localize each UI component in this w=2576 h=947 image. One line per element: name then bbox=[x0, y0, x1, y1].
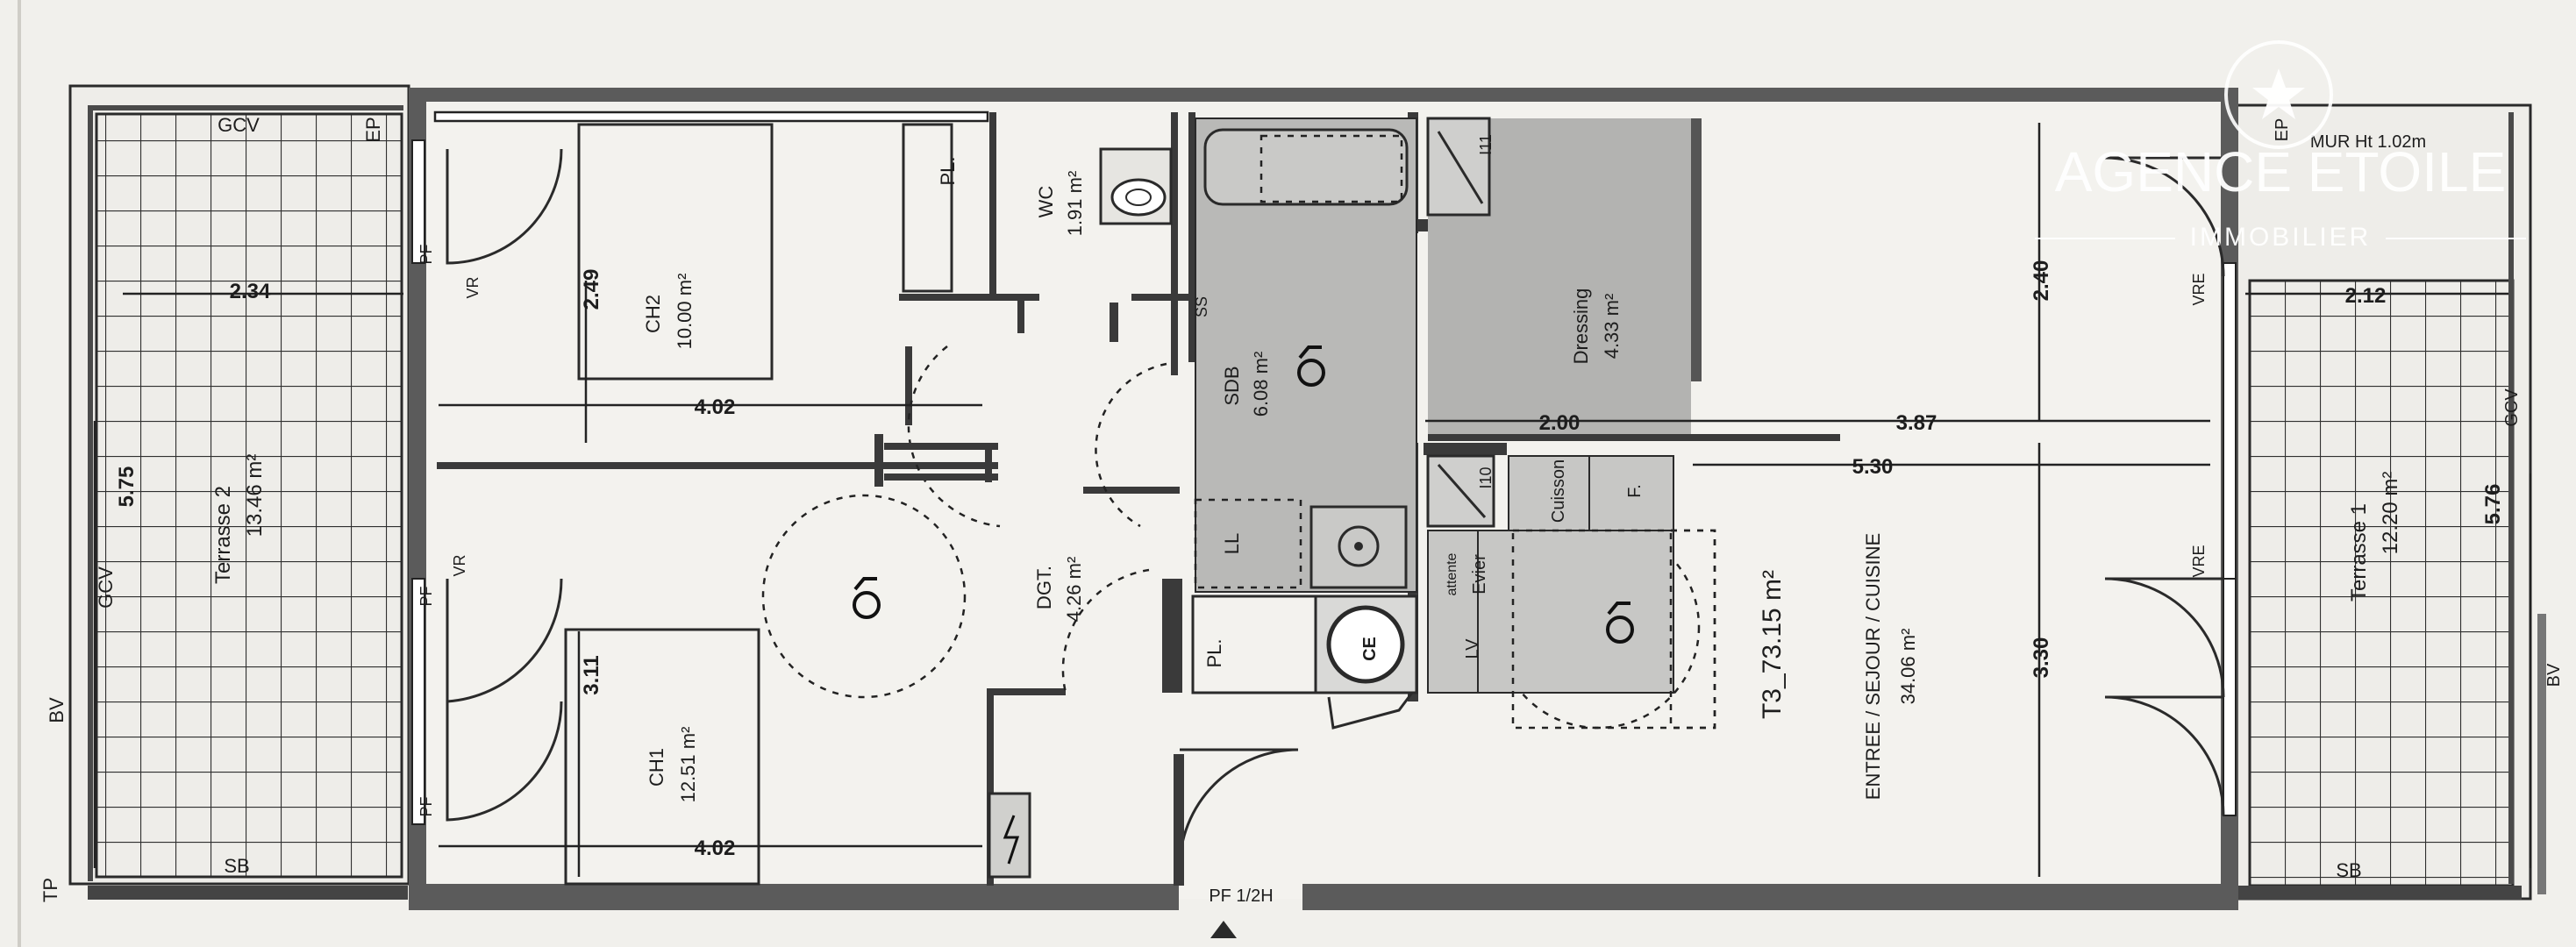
bathroom bbox=[1194, 117, 1417, 593]
dressing-room bbox=[1426, 117, 1702, 434]
tp-label: TP bbox=[39, 878, 61, 902]
dim-ch1-width: 4.02 bbox=[695, 837, 736, 860]
ch1-label: CH1 bbox=[646, 748, 667, 787]
terrace-2-area: 13.46 m² bbox=[243, 454, 267, 538]
ch1-area: 12.51 m² bbox=[677, 727, 699, 803]
entry-marker bbox=[1210, 921, 1237, 938]
agency-logo: AGENCE ETOILE IMMOBILIER bbox=[2035, 40, 2526, 252]
sdb-label: SDB bbox=[1221, 366, 1243, 405]
dim-dressing-width: 2.00 bbox=[1539, 411, 1581, 435]
f-label: F. bbox=[1625, 484, 1645, 498]
i10-label: I10 bbox=[1477, 466, 1495, 488]
wc-room bbox=[1099, 147, 1173, 225]
evier-label: Evier bbox=[1470, 554, 1489, 595]
ep-label-right: EP bbox=[2273, 118, 2292, 142]
kitchen bbox=[1426, 454, 1716, 730]
ll-label: LL bbox=[1221, 533, 1243, 554]
wheelchair-icon bbox=[1297, 345, 1325, 387]
dim-ch1-depth: 3.11 bbox=[580, 655, 603, 694]
dim-terrace2-length: 5.75 bbox=[115, 466, 139, 508]
bv-label-right: BV bbox=[2544, 663, 2564, 687]
dimension-lines bbox=[93, 123, 2532, 877]
vre-label-2: VRE bbox=[2190, 545, 2208, 577]
vr-label-1: VR bbox=[464, 276, 482, 298]
pl-label-top: PL. bbox=[937, 156, 959, 185]
agency-name: AGENCE ETOILE bbox=[2055, 140, 2507, 203]
dim-ch2-width: 4.02 bbox=[695, 395, 736, 419]
pf-label-3: PF bbox=[417, 796, 435, 816]
pl-label-bottom: PL. bbox=[1203, 638, 1225, 667]
dim-living-depth-bottom: 3.30 bbox=[2030, 637, 2053, 679]
dim-living-length: 5.30 bbox=[1852, 455, 1894, 479]
wheelchair-icon bbox=[1606, 602, 1634, 644]
lv-label: LV bbox=[1463, 638, 1482, 659]
wall-height-note: MUR Ht 1.02m bbox=[2310, 132, 2426, 152]
dressing-label: Dressing bbox=[1570, 288, 1592, 365]
dgt-area: 4.26 m² bbox=[1063, 557, 1085, 623]
dim-terrace1-width: 2.12 bbox=[2345, 284, 2387, 308]
agency-subtitle: IMMOBILIER bbox=[2190, 223, 2372, 252]
ss-label: SS bbox=[1193, 296, 1210, 317]
dim-living-depth-top: 2.40 bbox=[2030, 260, 2053, 302]
door-frames bbox=[874, 294, 1184, 886]
sdb-area: 6.08 m² bbox=[1250, 352, 1272, 417]
terrace-2 bbox=[68, 84, 410, 900]
entry-door-label: PF 1/2H bbox=[1209, 886, 1273, 906]
gcv-label-left: GCV bbox=[218, 114, 260, 136]
ch2-label: CH2 bbox=[642, 295, 664, 333]
apartment-total-area: T3_73.15 m² bbox=[1758, 570, 1787, 719]
ce-label: CE bbox=[1360, 637, 1380, 661]
i11-label: I11 bbox=[1477, 134, 1495, 155]
windows bbox=[411, 139, 2237, 825]
dressing-area: 4.33 m² bbox=[1601, 294, 1623, 360]
gcv-label-right: GCV bbox=[2502, 388, 2522, 427]
sb-label-right: SB bbox=[2336, 859, 2361, 881]
wc-area: 1.91 m² bbox=[1064, 171, 1086, 237]
terrace-2-label: Terrasse 2 bbox=[211, 486, 235, 584]
dim-terrace1-length: 5.76 bbox=[2481, 484, 2505, 525]
dgt-label: DGT. bbox=[1033, 566, 1055, 609]
vre-label-1: VRE bbox=[2190, 273, 2208, 305]
terrace-1 bbox=[2230, 103, 2546, 901]
dim-living-width: 3.87 bbox=[1896, 411, 1937, 435]
living-label: ENTREE / SEJOUR / CUISINE bbox=[1862, 533, 1884, 800]
gcv-label-left-2: GCV bbox=[95, 566, 117, 609]
terrace-1-area: 12.20 m² bbox=[2379, 472, 2402, 555]
attente-label: attente bbox=[1445, 552, 1459, 595]
dim-ch2-depth: 2.49 bbox=[580, 269, 603, 310]
pf-label-2: PF bbox=[417, 586, 435, 606]
wc-label: WC bbox=[1035, 186, 1057, 218]
pf-label-1: PF bbox=[417, 244, 435, 264]
closets bbox=[564, 123, 1317, 886]
ep-label-left: EP bbox=[362, 117, 384, 142]
sb-label-left: SB bbox=[224, 855, 249, 877]
electrical-panel bbox=[988, 792, 1031, 879]
wheelchair-icon bbox=[853, 577, 881, 619]
vr-label-2: VR bbox=[451, 554, 468, 576]
terrace-1-label: Terrasse 1 bbox=[2347, 503, 2371, 602]
water-heater bbox=[1314, 595, 1418, 730]
bv-label-left: BV bbox=[46, 697, 68, 723]
ch2-area: 10.00 m² bbox=[674, 274, 696, 350]
door-swings bbox=[446, 148, 2225, 869]
living-area: 34.06 m² bbox=[1897, 629, 1919, 705]
cuisson-label: Cuisson bbox=[1549, 459, 1568, 523]
dim-terrace2-width: 2.34 bbox=[230, 280, 271, 303]
